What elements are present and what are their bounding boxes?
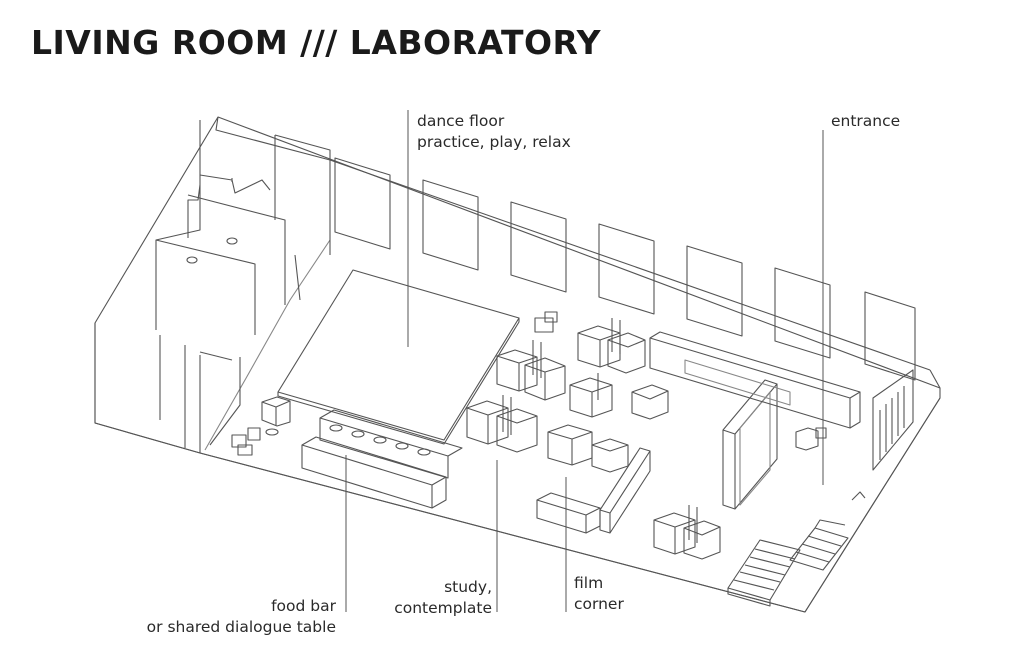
study-furniture: [466, 318, 721, 560]
food-bar: [301, 409, 463, 509]
leader-lines: [345, 110, 824, 612]
label-food-bar-line2: or shared dialogue table: [146, 618, 336, 636]
left-rooms: [155, 120, 331, 448]
stools: [231, 311, 558, 456]
label-study-line1: study,: [444, 578, 492, 596]
diagram-title: LIVING ROOM /// LABORATORY: [31, 23, 602, 62]
label-study-line2: contemplate: [394, 599, 492, 617]
dance-floor: [277, 269, 520, 445]
label-film-corner: film corner: [574, 573, 624, 615]
label-film-corner-line1: film: [574, 574, 604, 592]
film-corner: [536, 424, 651, 534]
screen-wall: [649, 331, 861, 510]
label-entrance-line1: entrance: [831, 112, 901, 130]
entrance-door: [851, 369, 914, 501]
label-film-corner-line2: corner: [574, 595, 624, 613]
label-food-bar: food bar or shared dialogue table: [147, 596, 336, 638]
label-study: study, contemplate: [394, 577, 492, 619]
wall-panels: [334, 157, 916, 381]
stairs: [727, 519, 849, 607]
label-food-bar-line1: food bar: [271, 597, 336, 615]
label-entrance: entrance: [831, 111, 900, 132]
label-dance-floor-line1: dance floor: [417, 112, 505, 130]
label-dance-floor: dance floor practice, play, relax: [417, 111, 571, 153]
label-dance-floor-line2: practice, play, relax: [417, 133, 571, 151]
